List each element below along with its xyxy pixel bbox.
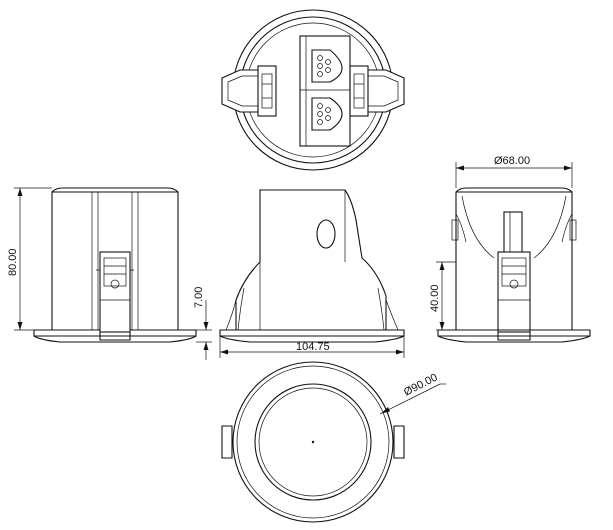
dim-clip-height bbox=[436, 261, 456, 331]
left-side-view: 80.00 7.00 bbox=[7, 187, 212, 360]
dim-diameter bbox=[379, 383, 446, 415]
dim-flange-width bbox=[219, 336, 405, 358]
top-view bbox=[221, 9, 405, 171]
dim-flange-width-label: 104.75 bbox=[296, 341, 330, 353]
bottom-view: Ø90.00 bbox=[221, 361, 446, 523]
top-left-clip bbox=[221, 65, 277, 117]
front-view: 104.75 bbox=[219, 189, 405, 358]
dim-flange-thickness-label: 7.00 bbox=[193, 287, 205, 308]
right-side-view: Ø68.00 40.00 bbox=[429, 155, 591, 343]
terminal-block bbox=[299, 35, 351, 147]
dim-diameter-label: Ø90.00 bbox=[402, 372, 440, 399]
dim-top-width bbox=[455, 162, 573, 188]
right-view-clip bbox=[497, 251, 531, 341]
dim-height-total bbox=[14, 187, 52, 331]
top-right-clip bbox=[349, 65, 405, 117]
dim-top-width-label: Ø68.00 bbox=[494, 155, 530, 167]
dim-clip-height-label: 40.00 bbox=[429, 284, 441, 312]
dim-flange-thickness bbox=[196, 300, 212, 360]
left-view-clip bbox=[96, 251, 134, 341]
dim-height-total-label: 80.00 bbox=[7, 248, 19, 276]
